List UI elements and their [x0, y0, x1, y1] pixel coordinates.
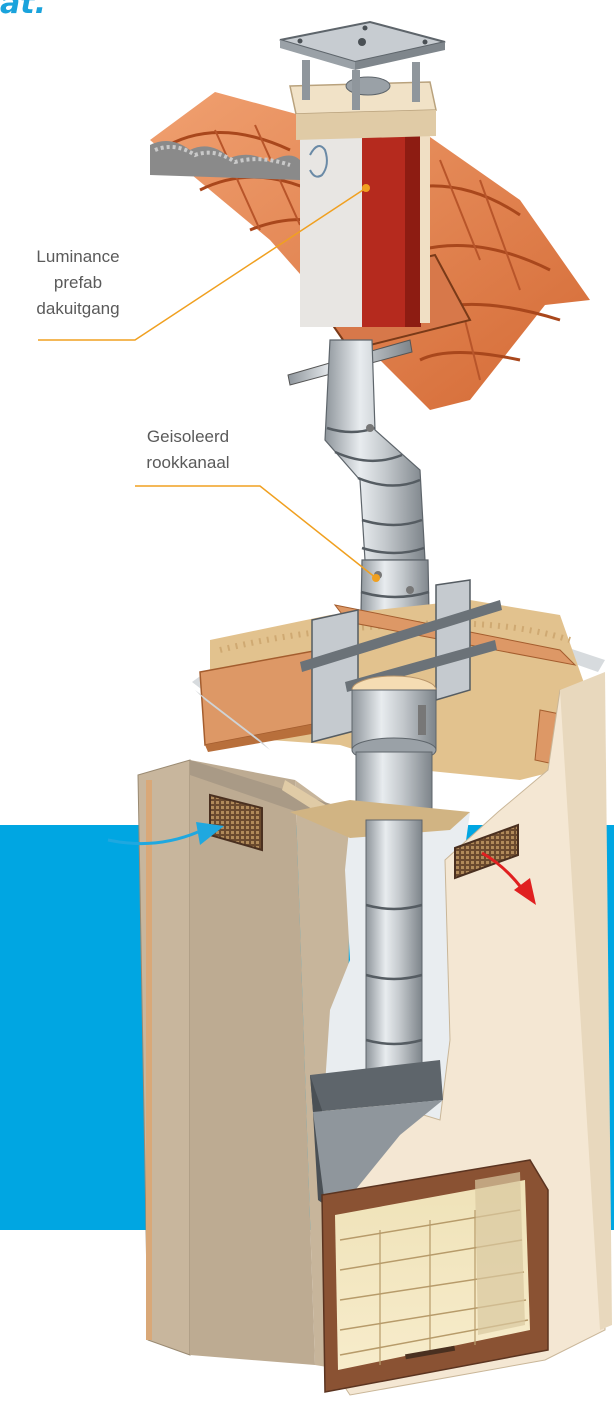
- label-flue-line2: rookkanaal: [146, 453, 230, 472]
- label-roof-exit: Luminance prefab dakuitgang: [18, 244, 138, 322]
- page-heading: at.: [0, 0, 46, 21]
- arrow-out-icon: [481, 851, 536, 905]
- label-flue-line1: Geisoleerd: [146, 427, 230, 446]
- label-flue: Geisoleerd rookkanaal: [122, 424, 254, 476]
- leader-line-flue: [135, 485, 380, 582]
- air-outlet-grille: [454, 823, 519, 880]
- air-inlet-grille: [209, 793, 263, 852]
- label-roof-exit-line1: Luminance: [36, 247, 120, 266]
- label-roof-exit-line2: prefab: [53, 273, 103, 292]
- prefab-roof-exit: [279, 20, 446, 327]
- support-plates: [300, 579, 502, 818]
- firebox: [321, 1159, 549, 1393]
- leader-line-roof-exit: [38, 184, 370, 341]
- arrow-in-icon: [107, 822, 224, 846]
- label-roof-exit-line3: dakuitgang: [36, 299, 120, 318]
- smoke-hood: [310, 1060, 443, 1215]
- lower-flue: [365, 819, 423, 1071]
